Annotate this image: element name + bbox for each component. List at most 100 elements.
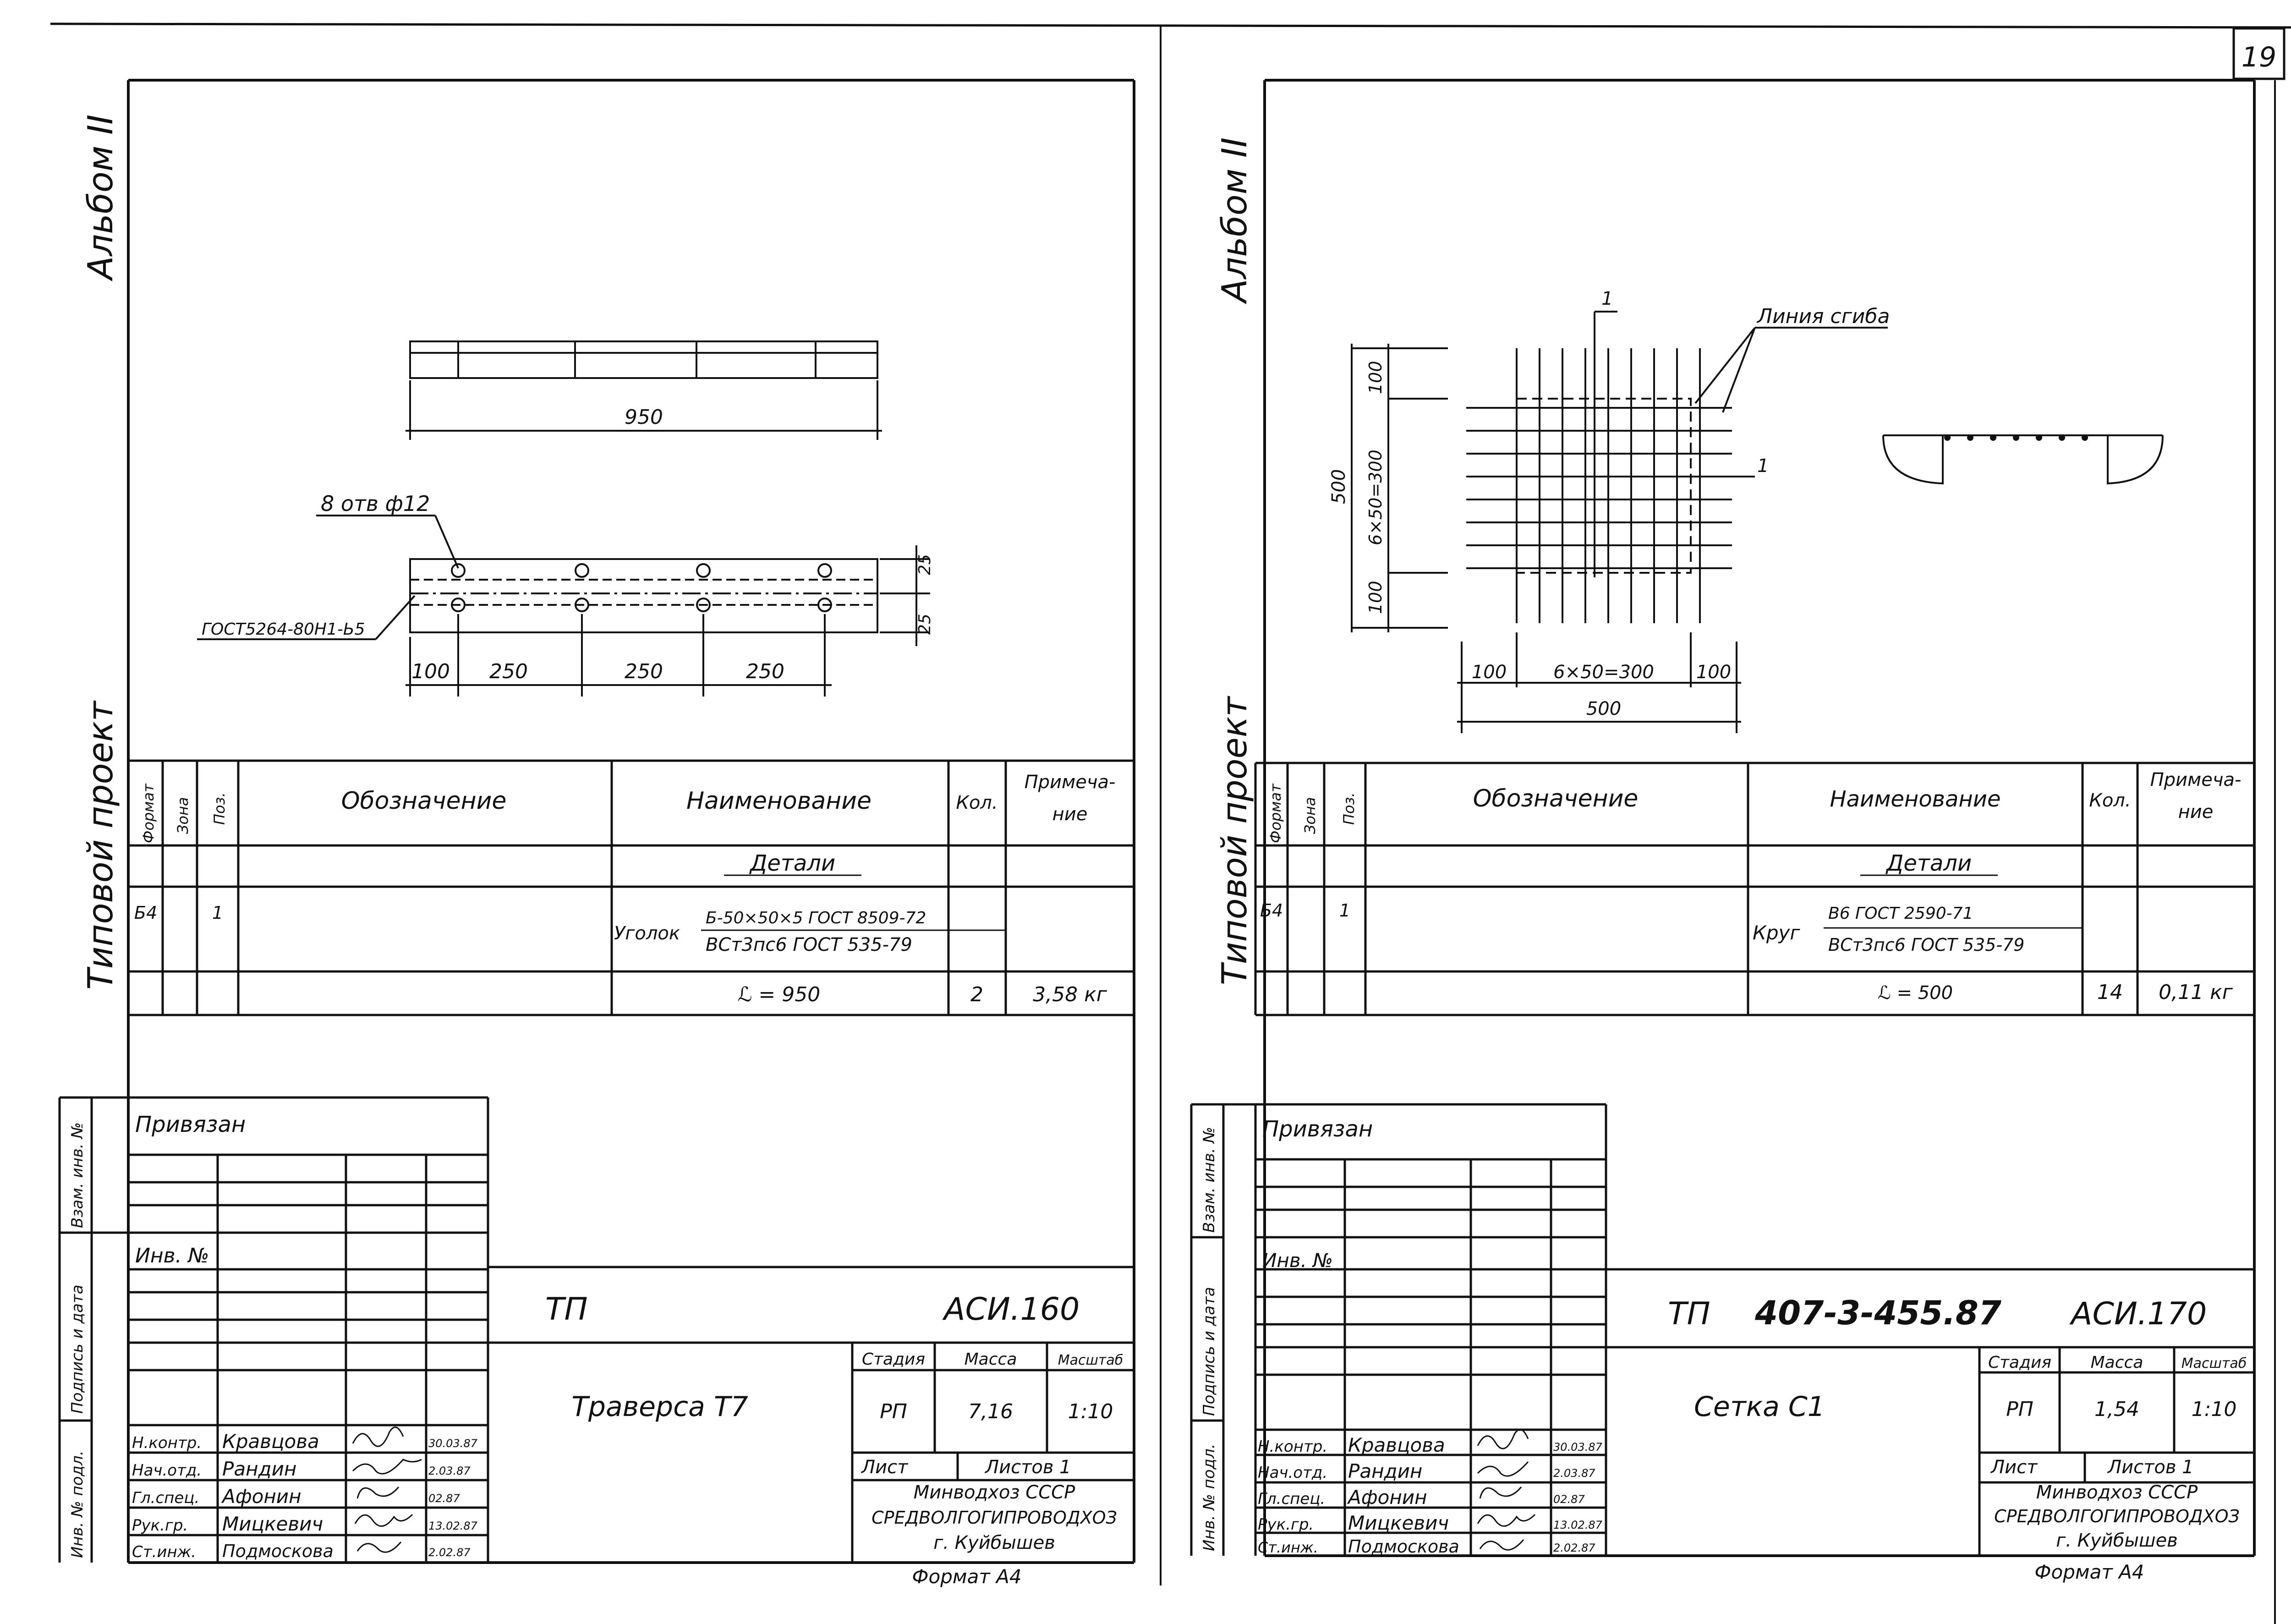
left-angle-drawing bbox=[197, 340, 930, 697]
right-side-label-3: Инв. № подл. bbox=[1200, 1443, 1218, 1551]
right-sheets: Листов 1 bbox=[2107, 1457, 2194, 1478]
right-spec-section: Детали bbox=[1885, 850, 1972, 876]
left-hdr-zone: Зона bbox=[174, 797, 192, 834]
right-org2: СРЕДВОЛГОГИПРОВОДХОЗ bbox=[1994, 1506, 2240, 1526]
left-spec-line1: Б-50×50×5 ГОСТ 8509-72 bbox=[706, 909, 926, 927]
right-date-2: 2.03.87 bbox=[1553, 1467, 1595, 1480]
right-spec-pos: 1 bbox=[1339, 900, 1350, 921]
right-hdr-pos: Поз. bbox=[1340, 792, 1358, 825]
right-spec-table bbox=[1254, 762, 2254, 1016]
right-date-1: 30.03.87 bbox=[1553, 1441, 1603, 1454]
right-project-no: 407-3-455.87 bbox=[1754, 1294, 2001, 1332]
left-spec-qty: 2 bbox=[970, 983, 983, 1006]
left-org1: Минводхоз СССР bbox=[914, 1482, 1075, 1503]
right-dim-h-3: 100 bbox=[1696, 662, 1731, 683]
left-name-1: Кравцова bbox=[222, 1430, 319, 1453]
right-org3: г. Куйбышев bbox=[2056, 1530, 2178, 1551]
right-scale: 1:10 bbox=[2192, 1398, 2237, 1421]
right-hdr-qty: Кол. bbox=[2089, 790, 2131, 811]
right-bend-line: Линия сгиба bbox=[1756, 305, 1890, 328]
left-spec-item: Уголок bbox=[614, 923, 680, 944]
left-frame bbox=[127, 79, 1135, 1564]
right-dim-v-1: 100 bbox=[1365, 361, 1386, 394]
right-date-3: 02.87 bbox=[1553, 1493, 1585, 1506]
right-date-5: 2.02.87 bbox=[1553, 1542, 1595, 1554]
right-role-3: Гл.спец. bbox=[1258, 1490, 1325, 1508]
left-spec-pos: 1 bbox=[212, 903, 223, 923]
left-project-type: Типовой проект bbox=[80, 700, 121, 990]
right-inv: Инв. № bbox=[1262, 1249, 1333, 1272]
left-stamp bbox=[58, 1096, 1134, 1563]
right-spec-line1: В6 ГОСТ 2590-71 bbox=[1828, 904, 1973, 923]
left-hdr-note-1: Примеча- bbox=[1025, 772, 1116, 793]
right-album-label: Альбом II bbox=[1214, 137, 1255, 304]
left-sheets: Листов 1 bbox=[984, 1457, 1071, 1478]
right-mark-1-top: 1 bbox=[1601, 288, 1613, 309]
left-stage: РП bbox=[880, 1400, 907, 1423]
right-role-5: Ст.инж. bbox=[1258, 1539, 1318, 1556]
right-project-type: Типовой проект bbox=[1214, 696, 1255, 985]
right-frame bbox=[1263, 79, 2256, 1557]
right-total-v: 500 bbox=[1328, 469, 1349, 504]
right-stage: РП bbox=[2006, 1398, 2033, 1421]
right-mass: 1,54 bbox=[2094, 1398, 2139, 1421]
right-name-1: Кравцова bbox=[1348, 1434, 1445, 1456]
right-spec-note: 0,11 кг bbox=[2159, 981, 2233, 1004]
left-side-label-3: Инв. № подл. bbox=[68, 1450, 87, 1558]
left-role-4: Рук.гр. bbox=[132, 1516, 188, 1535]
left-name-3: Афонин bbox=[221, 1485, 301, 1508]
right-sheet: Лист bbox=[1990, 1457, 2038, 1478]
right-spec-format: Б4 bbox=[1260, 900, 1283, 921]
left-dim-1: 100 bbox=[411, 660, 450, 683]
right-dim-h-2: 6×50=300 bbox=[1553, 662, 1654, 683]
right-hdr-name: Наименование bbox=[1830, 786, 2001, 812]
left-stage-h: Стадия bbox=[862, 1350, 925, 1369]
right-spec-item: Круг bbox=[1753, 922, 1800, 944]
right-spec-qty: 14 bbox=[2097, 981, 2123, 1004]
right-stage-h: Стадия bbox=[1988, 1353, 2051, 1372]
left-top-length: 950 bbox=[625, 406, 663, 429]
right-hdr-note-1: Примеча- bbox=[2150, 769, 2242, 790]
left-dim-side-2: 25 bbox=[915, 614, 934, 635]
left-side-label-1: Взам. инв. № bbox=[68, 1122, 87, 1228]
left-hdr-note-2: ние bbox=[1052, 804, 1088, 825]
left-role-2: Нач.отд. bbox=[132, 1461, 202, 1480]
right-spec-line2: ВСт3пс6 ГОСТ 535-79 bbox=[1828, 935, 2024, 955]
right-mesh-drawing bbox=[1351, 311, 2164, 733]
left-mass-h: Масса bbox=[965, 1350, 1017, 1369]
left-name-5: Подмоскова bbox=[222, 1541, 334, 1561]
left-spec-line2: ВСт3пс6 ГОСТ 535-79 bbox=[706, 934, 912, 955]
right-name-3: Афонин bbox=[1347, 1486, 1427, 1509]
right-mass-h: Масса bbox=[2091, 1353, 2143, 1372]
right-hdr-zone: Зона bbox=[1301, 797, 1319, 834]
right-side-label-2: Подпись и дата bbox=[1200, 1287, 1218, 1416]
left-spec-section: Детали bbox=[749, 850, 835, 876]
right-name-4: Мицкевич bbox=[1348, 1512, 1449, 1534]
left-weld-label: ГОСТ5264-80Н1-Ь5 bbox=[202, 620, 365, 639]
left-mass: 7,16 bbox=[968, 1400, 1013, 1423]
right-title: Сетка С1 bbox=[1694, 1391, 1825, 1423]
page-number: 19 bbox=[2242, 41, 2276, 73]
right-hdr-format: Формат bbox=[1267, 783, 1284, 843]
right-tied: Привязан bbox=[1262, 1116, 1373, 1142]
left-holes-label: 8 отв ф12 bbox=[321, 491, 430, 516]
right-scale-h: Масштаб bbox=[2181, 1355, 2247, 1372]
left-spec-table bbox=[128, 759, 1134, 1016]
left-role-1: Н.контр. bbox=[132, 1434, 202, 1452]
left-hdr-designation: Обозначение bbox=[341, 787, 507, 815]
left-hdr-pos: Поз. bbox=[211, 792, 228, 825]
left-spec-length: ℒ = 950 bbox=[738, 983, 821, 1006]
left-code: АСИ.160 bbox=[942, 1291, 1080, 1328]
left-role-3: Гл.спец. bbox=[132, 1489, 199, 1507]
right-hdr-note-2: ние bbox=[2178, 801, 2214, 823]
left-album-label: Альбом II bbox=[80, 115, 121, 281]
left-code-tp: ТП bbox=[545, 1291, 588, 1328]
left-spec-note: 3,58 кг bbox=[1033, 983, 1107, 1006]
left-date-2: 2.03.87 bbox=[428, 1465, 471, 1477]
left-org2: СРЕДВОЛГОГИПРОВОДХОЗ bbox=[871, 1508, 1117, 1528]
left-dim-side-1: 25 bbox=[915, 554, 934, 575]
right-name-2: Рандин bbox=[1348, 1460, 1422, 1482]
right-dim-h-1: 100 bbox=[1472, 662, 1507, 683]
left-date-3: 02.87 bbox=[428, 1492, 460, 1505]
